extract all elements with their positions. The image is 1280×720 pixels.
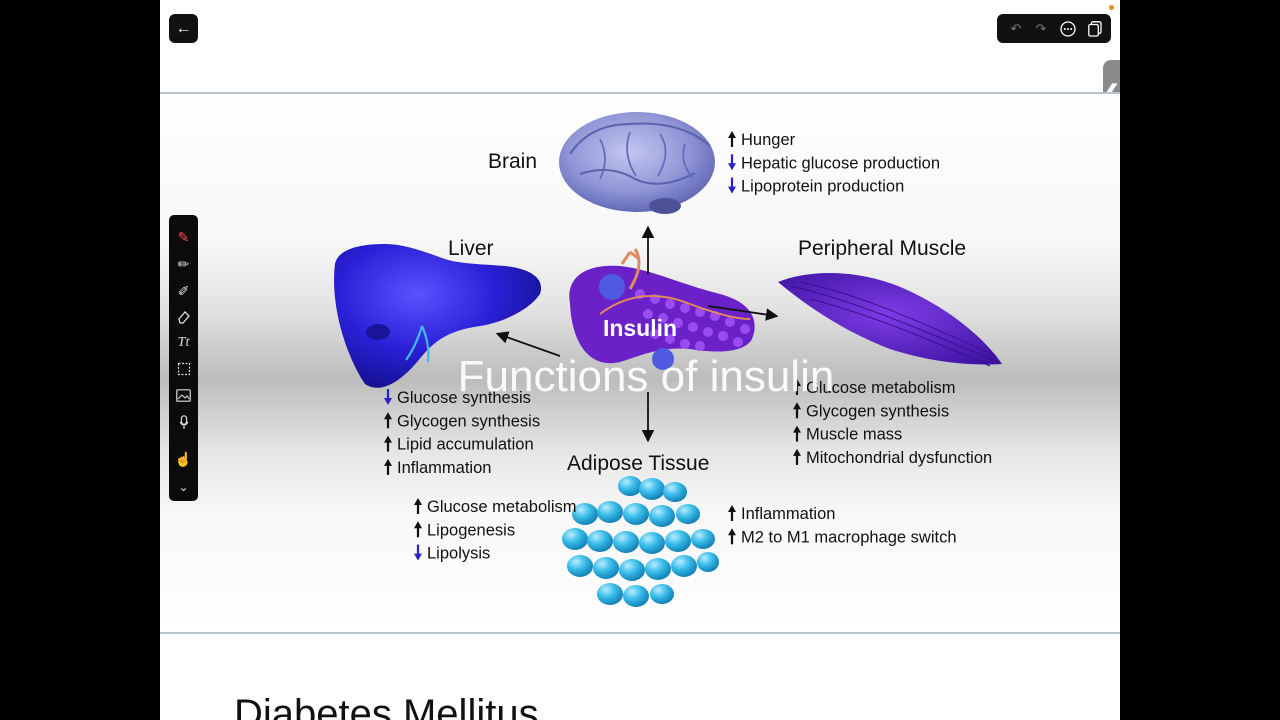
- image-icon[interactable]: [169, 384, 198, 408]
- chevron-down-icon[interactable]: ⌄: [178, 480, 189, 494]
- lasso-icon[interactable]: [169, 357, 198, 381]
- pancreas-image: Insulin: [569, 248, 755, 370]
- text-icon[interactable]: Tt: [177, 335, 190, 350]
- arrow-up-icon: [793, 425, 801, 442]
- effect-text: Lipolysis: [427, 545, 490, 563]
- pages-icon[interactable]: [1084, 14, 1106, 43]
- liver-label: Liver: [448, 237, 494, 260]
- effect-text: Hepatic glucose production: [741, 154, 940, 172]
- arrow-up-icon: [793, 448, 801, 465]
- arrow-down-icon: [728, 177, 736, 194]
- eraser-icon[interactable]: [169, 305, 198, 329]
- adipose-image: [562, 476, 719, 607]
- slide-image: Insulin Brain: [160, 92, 1120, 634]
- insulin-diagram: Insulin Brain: [334, 112, 1002, 607]
- arrow-up-icon: [728, 131, 736, 147]
- more-icon[interactable]: [1057, 14, 1079, 43]
- effect-text: Glycogen synthesis: [806, 402, 949, 420]
- brain-image: [559, 112, 715, 214]
- app-window: ← ↶ ↷ ❮: [160, 0, 1120, 720]
- arrow-up-icon: [793, 379, 801, 395]
- effect-text: Inflammation: [397, 459, 491, 477]
- top-bar: ← ↶ ↷: [160, 0, 1120, 90]
- undo-icon[interactable]: ↶: [1010, 21, 1022, 36]
- pen-icon[interactable]: ✎: [177, 229, 190, 245]
- adipose-label: Adipose Tissue: [567, 452, 709, 475]
- arrow-to-muscle: [707, 305, 779, 321]
- arrow-up-icon: [384, 458, 392, 475]
- connector-arrows: [495, 225, 779, 443]
- highlighter-icon[interactable]: ✐: [177, 283, 190, 299]
- effect-text: Lipid accumulation: [397, 436, 534, 454]
- recording-indicator: [1109, 5, 1114, 10]
- arrow-up-icon: [384, 412, 392, 429]
- arrow-up-icon: [728, 505, 736, 521]
- arrow-up-icon: [793, 402, 801, 419]
- effect-text: Glucose synthesis: [397, 389, 531, 407]
- effect-text: Glucose metabolism: [806, 379, 955, 397]
- effect-text: Lipoprotein production: [741, 178, 904, 196]
- top-right-toolbar: ↶ ↷: [997, 14, 1111, 43]
- effect-text: Lipogenesis: [427, 521, 515, 539]
- arrow-left-icon: ←: [175, 20, 192, 37]
- overlay-title: Functions of insulin: [458, 352, 835, 401]
- insulin-label: Insulin: [603, 315, 677, 341]
- effect-text: Glycogen synthesis: [397, 412, 540, 430]
- arrow-down-icon: [384, 389, 392, 405]
- liver-image: [334, 244, 542, 388]
- arrow-up-icon: [728, 528, 736, 545]
- arrow-up-icon: [414, 521, 422, 538]
- arrow-to-liver: [495, 331, 561, 357]
- adipose-effects-right: Inflammation M2 to M1 macrophage switch: [728, 505, 957, 546]
- brain-label: Brain: [488, 150, 537, 173]
- redo-icon[interactable]: ↷: [1035, 21, 1047, 36]
- next-slide-title: Diabetes Mellitus: [234, 692, 539, 720]
- effect-text: Muscle mass: [806, 426, 902, 444]
- microphone-icon[interactable]: [169, 411, 198, 435]
- muscle-label: Peripheral Muscle: [798, 237, 966, 260]
- hand-icon[interactable]: ☝: [174, 451, 193, 467]
- effect-text: Glucose metabolism: [427, 498, 576, 516]
- arrow-down-icon: [414, 544, 422, 561]
- drawing-toolbar: ✎ ✏ ✐ Tt ☝ ⌄: [169, 215, 198, 501]
- muscle-image: [778, 272, 1002, 367]
- pencil-icon[interactable]: ✏: [177, 256, 190, 272]
- effect-text: M2 to M1 macrophage switch: [741, 528, 957, 546]
- effect-text: Hunger: [741, 131, 796, 149]
- effect-text: Mitochondrial dysfunction: [806, 449, 992, 467]
- arrow-up-icon: [384, 435, 392, 452]
- arrow-down-icon: [728, 154, 736, 171]
- back-button[interactable]: ←: [169, 14, 198, 43]
- effect-text: Inflammation: [741, 505, 835, 523]
- arrow-up-icon: [414, 498, 422, 514]
